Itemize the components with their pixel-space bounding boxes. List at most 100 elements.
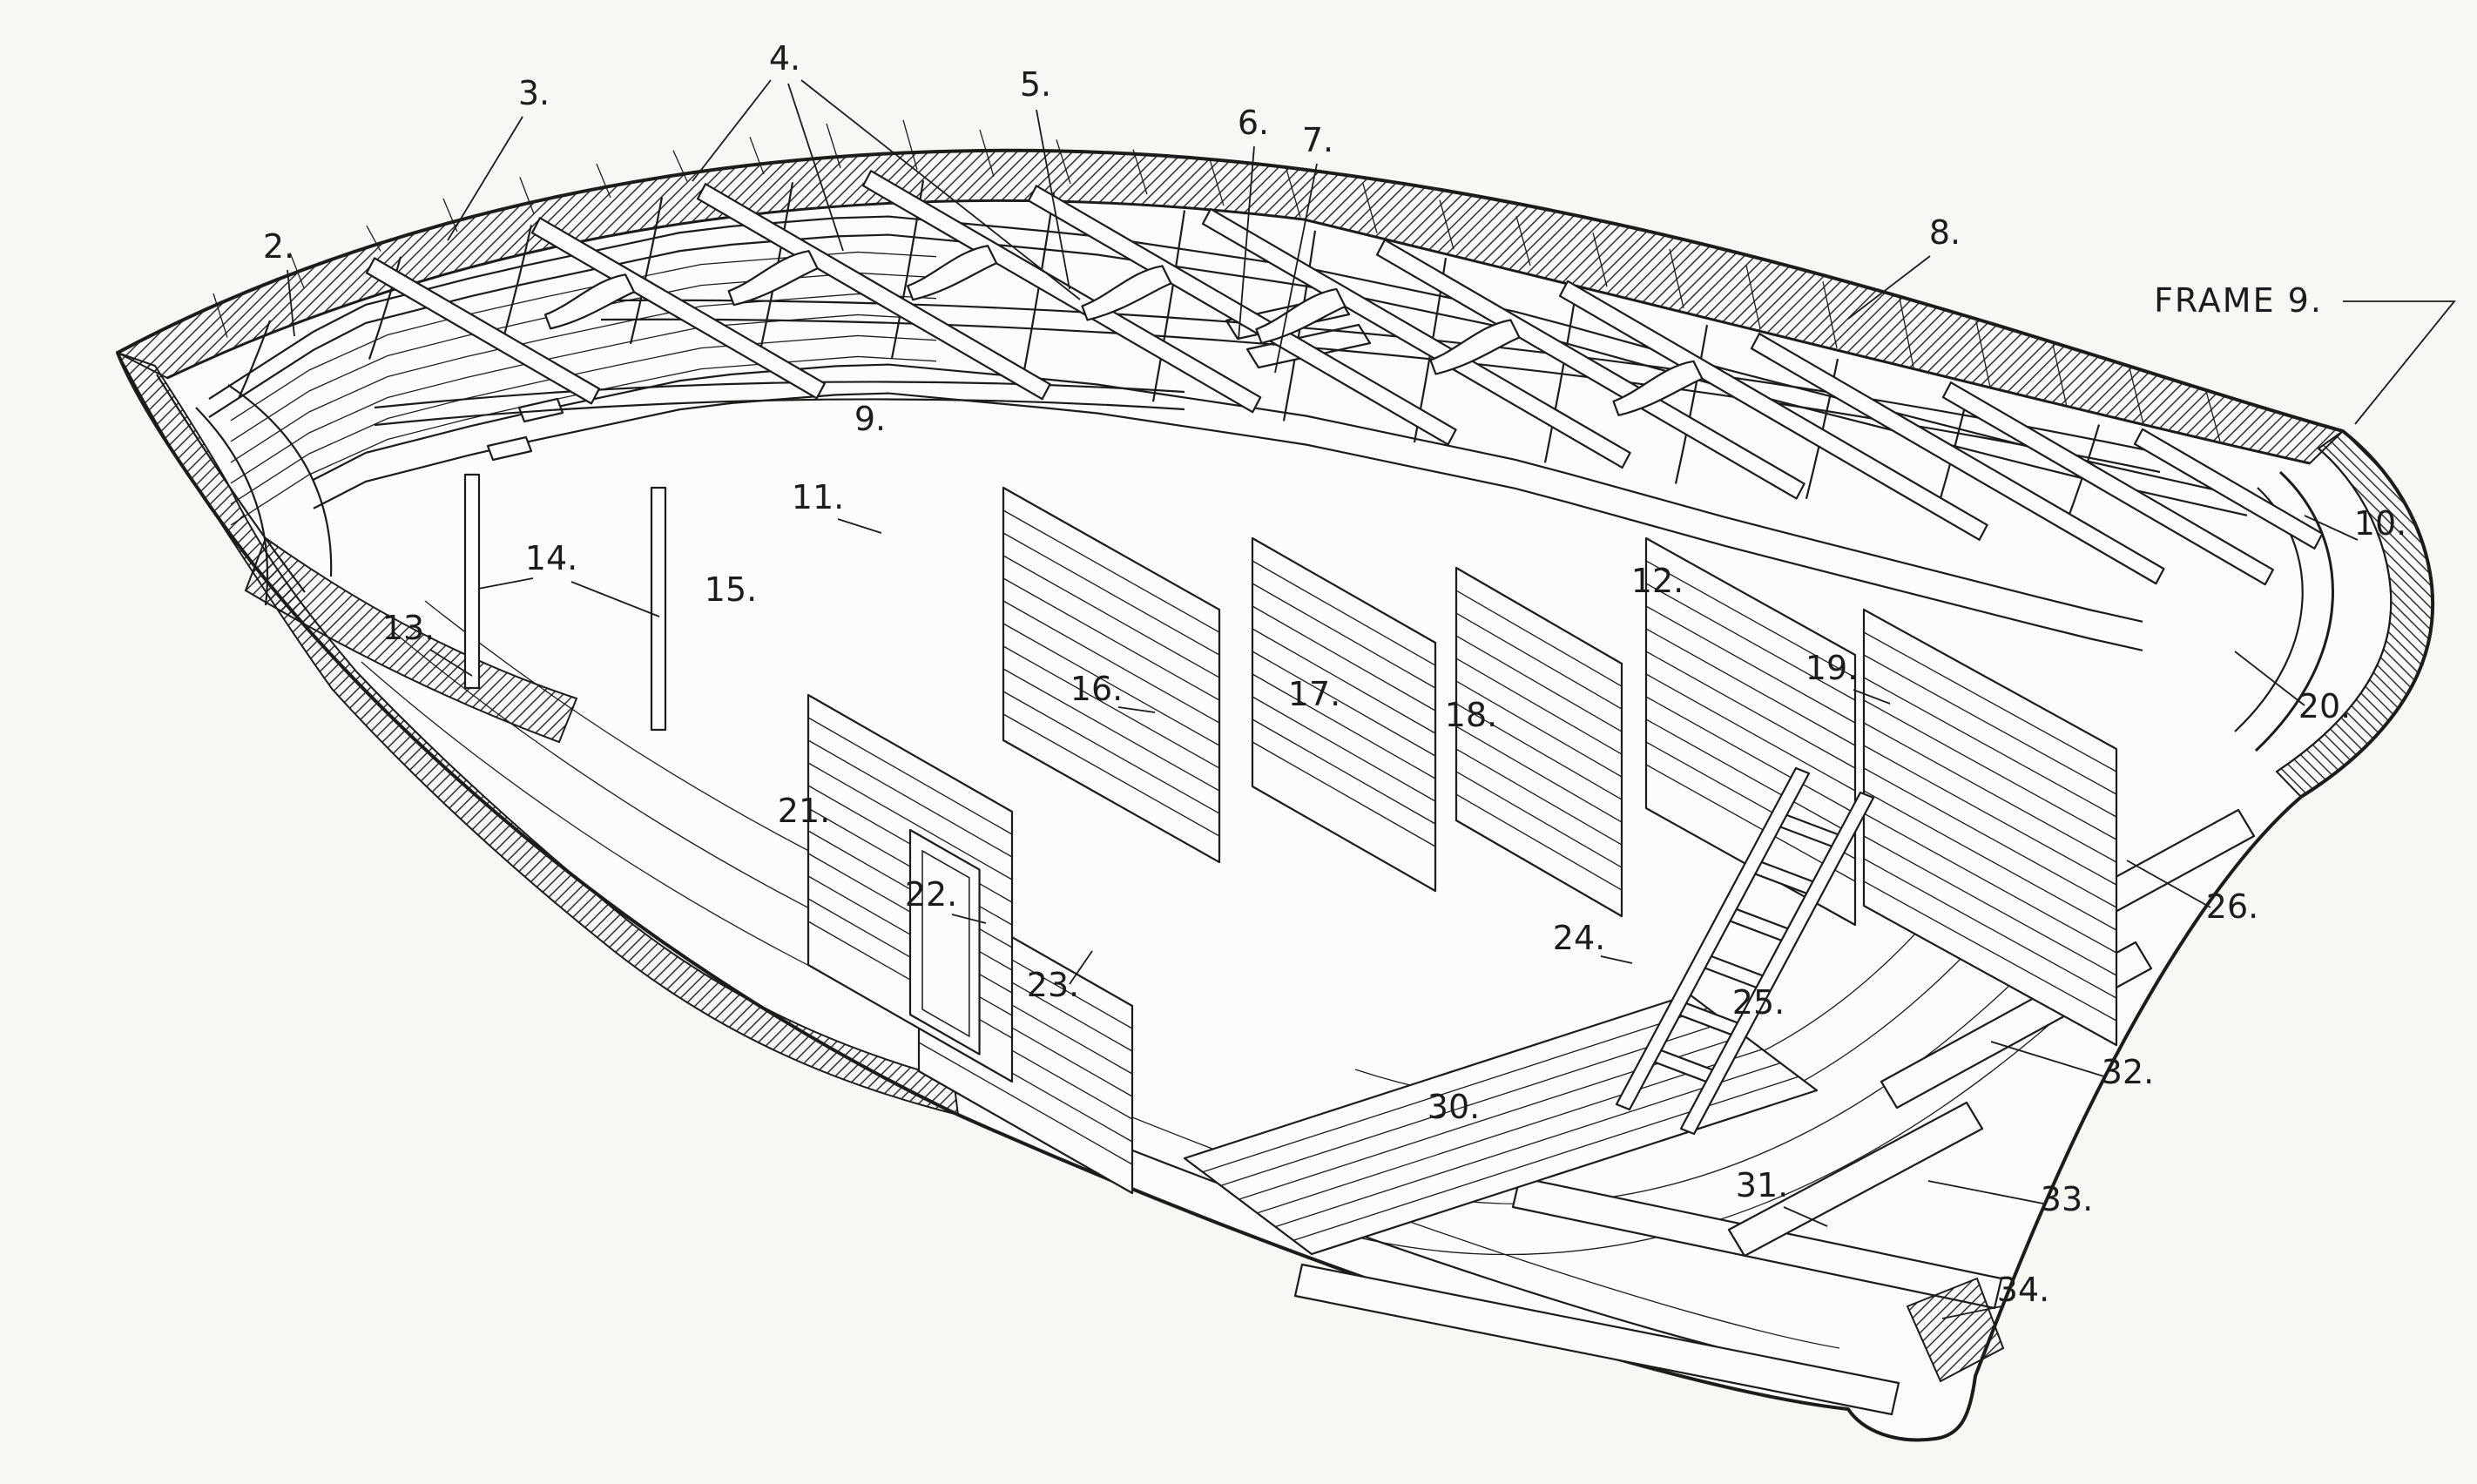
wall-plank: [1455, 703, 1623, 800]
leader-16: [1117, 706, 1156, 713]
wall-plank: [1863, 654, 2117, 795]
carlin: [374, 381, 1185, 409]
gunwale-tick: [902, 119, 918, 170]
leader-20: [2234, 651, 2305, 706]
leader-8: [1847, 255, 1931, 320]
wall-plank: [1863, 880, 2117, 1022]
leader-34: [1941, 1305, 2002, 1319]
beam-knee: [1081, 265, 1172, 321]
beam-knee: [543, 273, 636, 330]
deck-beam: [1558, 280, 1988, 541]
gunwale-tick: [672, 150, 688, 182]
deck-plank: [230, 314, 937, 484]
gunwale-tick: [1745, 265, 1761, 329]
label-16: 16.: [1070, 670, 1123, 708]
leader-23: [1069, 950, 1093, 985]
label-2: 2.: [263, 227, 294, 266]
wall-plank: [1002, 713, 1220, 837]
gunwale-tick: [1822, 281, 1838, 348]
beam-knee: [1255, 287, 1346, 345]
gunwale-tick: [213, 293, 228, 338]
cant-frame: [227, 384, 333, 577]
carlins: [374, 299, 2161, 474]
leader-19: [1853, 689, 1891, 705]
wall-plank: [1863, 631, 2117, 772]
wall-plank: [1863, 722, 2117, 863]
wall-plank: [1863, 813, 2117, 954]
wall-plank: [1002, 691, 1220, 814]
bulkhead-16: [1002, 486, 1221, 864]
wall-plank: [1455, 680, 1623, 778]
deck-clamp: [208, 215, 2248, 498]
gunwale-tick: [1669, 248, 1684, 308]
sole-plank: [1292, 1076, 1799, 1241]
deck-beam: [1375, 239, 1805, 500]
hull-frame: [1151, 210, 1186, 402]
sole-plank: [1220, 1021, 1726, 1187]
label-11: 11.: [792, 478, 844, 516]
label-3: 3.: [518, 74, 550, 112]
deck-beam: [1201, 207, 1631, 469]
gunwale-tick: [1592, 232, 1608, 287]
gunwale-tick: [826, 123, 841, 169]
leader-32: [1990, 1041, 2105, 1077]
cut-plank-band: [115, 351, 960, 1116]
hull-frame: [1543, 288, 1578, 463]
beam-knee: [1612, 360, 1704, 416]
wall-plank: [1645, 605, 1856, 724]
deck-plank: [230, 293, 937, 463]
keelson: [1293, 1263, 1900, 1416]
label-20: 20.: [2298, 687, 2351, 725]
label-5: 5.: [1020, 65, 1051, 104]
sole-plank: [1275, 1062, 1781, 1228]
wall-plank: [1645, 718, 1856, 837]
bulkheads: [807, 486, 2118, 1195]
hull-frame: [1674, 324, 1709, 484]
label-25: 25.: [1732, 983, 1785, 1022]
wall-plank: [1455, 612, 1623, 710]
wall-plank: [1252, 741, 1436, 847]
label-14: 14.: [525, 539, 577, 577]
label-30: 30.: [1427, 1088, 1480, 1126]
wall-plank: [1252, 605, 1436, 712]
label-21: 21.: [778, 792, 830, 830]
wall-plank: [1645, 628, 1856, 746]
leader-3: [447, 116, 523, 241]
wall-plank: [1455, 771, 1623, 868]
label-6: 6.: [1238, 104, 1269, 142]
label-frame-9: FRAME 9.: [2154, 281, 2323, 320]
wall-plank: [1455, 725, 1623, 823]
companionway-ladder: [1615, 766, 1875, 1136]
wall-plank: [1002, 668, 1220, 792]
ladder-rail: [1679, 791, 1875, 1136]
label-7: 7.: [1302, 121, 1333, 159]
wall-plank: [1002, 532, 1220, 656]
wall-plank: [1645, 560, 1856, 678]
label-9: 9.: [854, 400, 886, 438]
carlin: [600, 299, 2161, 455]
bulkhead-18: [1454, 566, 1623, 918]
sole-plank: [1202, 1008, 1709, 1173]
wall-plank: [1645, 673, 1856, 792]
deck-beam: [2133, 428, 2324, 550]
wall-plank: [1645, 696, 1856, 814]
gunwale-tick: [2129, 368, 2144, 425]
deck-beam: [861, 170, 1262, 414]
stanchion-post: [650, 486, 667, 732]
label-8: 8.: [1929, 213, 1961, 252]
gunwale-tick: [366, 225, 381, 252]
label-12: 12.: [1631, 562, 1684, 600]
wall-plank: [1455, 748, 1623, 846]
deck-beam: [1027, 185, 1457, 446]
label-13: 13.: [382, 609, 435, 647]
wall-plank: [807, 762, 1013, 880]
clamps-and-stringers: [208, 215, 2248, 651]
label-31: 31.: [1736, 1166, 1788, 1204]
gunwale-tick: [1899, 297, 1914, 368]
hull-frame: [368, 256, 402, 360]
leader-4c: [800, 79, 1081, 300]
wall-plank: [1455, 635, 1623, 732]
gunwale-tick: [979, 129, 995, 178]
bulkhead-17: [1251, 536, 1437, 893]
